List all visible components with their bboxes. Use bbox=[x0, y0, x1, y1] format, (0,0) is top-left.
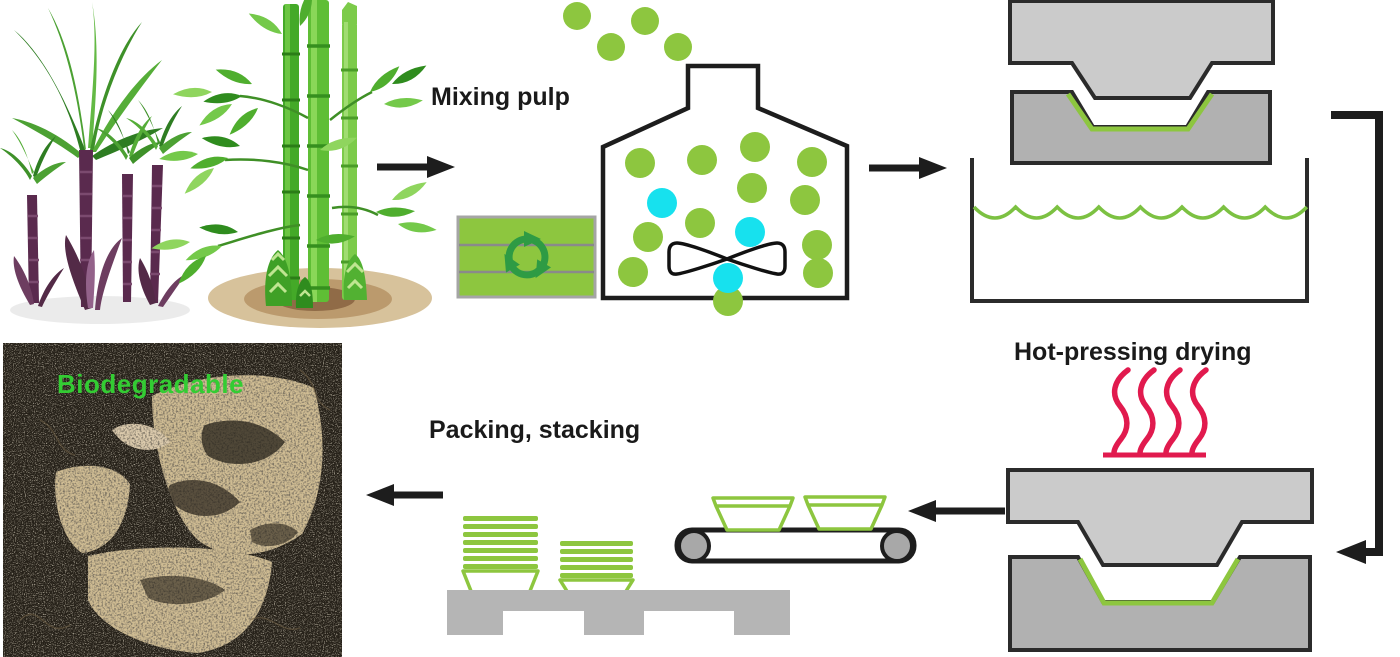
conveyor-belt bbox=[674, 495, 917, 564]
pallet bbox=[447, 590, 790, 635]
flow-arrow-to-conveyor bbox=[908, 500, 1005, 522]
pulp-particles-in-tank bbox=[618, 132, 833, 316]
packing-label: Packing, stacking bbox=[429, 416, 640, 444]
press-upper-mold bbox=[1006, 468, 1314, 567]
packing-area bbox=[447, 516, 790, 635]
biodegradable-photo: Biodegradable bbox=[3, 343, 342, 657]
forming-station bbox=[970, 0, 1309, 303]
water-surface bbox=[972, 204, 1309, 220]
mixer-propeller-icon bbox=[667, 241, 787, 276]
stacked-bowls-rims bbox=[463, 516, 633, 578]
flow-arrow-to-mixing bbox=[377, 156, 455, 178]
flow-arrow-to-biodegradable bbox=[366, 484, 443, 506]
recycled-pulp-board bbox=[456, 215, 597, 299]
mixing-label: Mixing pulp bbox=[431, 83, 570, 111]
molded-bowl bbox=[803, 495, 887, 531]
bamboo-illustration bbox=[151, 0, 437, 328]
flow-arrow-to-forming bbox=[869, 157, 947, 179]
forming-water-tank bbox=[970, 158, 1309, 303]
sugarcane-illustration bbox=[0, 2, 192, 324]
molded-bowl bbox=[711, 496, 795, 532]
molded-bowls-on-belt bbox=[711, 495, 887, 532]
forming-upper-mold bbox=[1008, 0, 1275, 100]
formed-product-wet bbox=[1065, 92, 1215, 132]
biodegradable-label: Biodegradable bbox=[57, 369, 244, 399]
dried-product bbox=[1077, 557, 1241, 606]
conveyor-roller bbox=[677, 529, 711, 563]
conveyor-roller bbox=[880, 529, 914, 563]
soil-debris-strokes bbox=[19, 369, 331, 630]
flow-connector-down bbox=[1331, 111, 1383, 564]
pulp-particles-falling bbox=[563, 2, 692, 61]
heat-waves-icon bbox=[1103, 370, 1206, 458]
mixing-tank bbox=[600, 63, 850, 316]
additive-particles bbox=[647, 188, 765, 293]
hot-press bbox=[1006, 468, 1314, 652]
hot-pressing-label: Hot-pressing drying bbox=[1014, 338, 1252, 366]
